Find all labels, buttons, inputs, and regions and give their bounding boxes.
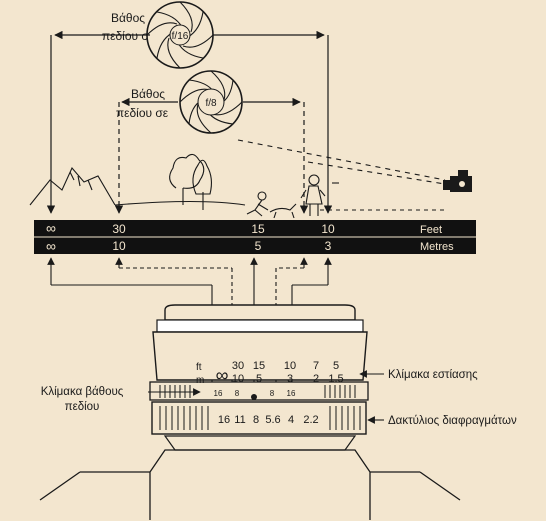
aperture-8: 8 <box>253 414 259 426</box>
aperture-f8-text: f/8 <box>205 98 217 109</box>
aperture-16: 16 <box>218 414 230 426</box>
aperture-f16-text: f/16 <box>172 31 189 42</box>
camera-icon <box>443 170 472 192</box>
lens-barrel <box>39 304 461 520</box>
feet-10: 10 <box>321 222 335 236</box>
aperture-5-6: 5.6 <box>265 414 280 426</box>
lens-ft-label: ft <box>196 362 202 373</box>
landscape-scene <box>29 153 445 219</box>
dof-scale-callout-line1: Κλίμακα βάθους <box>41 386 124 398</box>
metres-10: 10 <box>112 239 126 253</box>
dof-tick-8-right: 8 <box>270 389 275 398</box>
lens-ft-30: 30 <box>232 360 244 372</box>
aperture-4: 4 <box>288 414 294 426</box>
dof-brackets <box>46 30 333 214</box>
aperture-f8-icon: f/8 <box>179 70 243 134</box>
mid-label-line2: πεδίου σε <box>116 106 169 120</box>
dof-scale-callout-line2: πεδίου <box>65 401 100 413</box>
top-label-line1: Βάθος <box>111 11 145 25</box>
lens-ft-15: 15 <box>253 360 265 372</box>
lens-ft-10: 10 <box>284 360 296 372</box>
camera-body-outline <box>39 449 461 520</box>
feet-infinity: ∞ <box>46 220 56 236</box>
child-icon <box>300 174 326 216</box>
sight-lines <box>237 139 446 185</box>
person-with-dog-icon <box>246 191 297 219</box>
lens-ft-5: 5 <box>333 360 339 372</box>
metres-unit: Metres <box>420 241 454 253</box>
lens-m-label: m <box>196 375 204 386</box>
dof-tick-8-left: 8 <box>235 389 240 398</box>
metres-3: 3 <box>325 239 332 253</box>
dof-tick-16-left: 16 <box>214 389 223 398</box>
aperture-2-2: 2.2 <box>303 414 318 426</box>
lens-m-10: 10 <box>232 373 244 385</box>
aperture-11: 11 <box>234 414 245 426</box>
focus-scale-callout: Κλίμακα εστίασης <box>388 369 478 381</box>
metres-5: 5 <box>255 239 262 253</box>
mountain-icon <box>29 166 116 206</box>
lens-infinity: ∞ <box>216 365 229 385</box>
aperture-ring-callout: Δακτύλιος διαφραγμάτων <box>388 415 517 427</box>
metres-infinity: ∞ <box>46 238 56 254</box>
tree-icon <box>169 153 213 210</box>
callout-lines <box>148 370 384 424</box>
distance-scale-bar: ∞ 30 15 10 Feet ∞ 10 5 3 Metres <box>34 220 476 254</box>
dof-tick-16-right: 16 <box>287 389 296 398</box>
feet-15: 15 <box>251 222 265 236</box>
lens-ft-7: 7 <box>313 360 319 372</box>
aperture-f16-icon: f/16 <box>146 1 214 69</box>
lens-m-5: 5 <box>256 373 262 385</box>
lens-m-1-5: 1.5 <box>328 373 343 385</box>
lens-m-2: 2 <box>313 373 319 385</box>
feet-30: 30 <box>112 222 126 236</box>
focus-index-dot <box>251 394 257 400</box>
mid-label-line1: Βάθος <box>131 87 165 101</box>
feet-unit: Feet <box>420 224 442 236</box>
lens-m-3: 3 <box>287 373 293 385</box>
top-label-line2: πεδίου σε <box>102 29 155 43</box>
